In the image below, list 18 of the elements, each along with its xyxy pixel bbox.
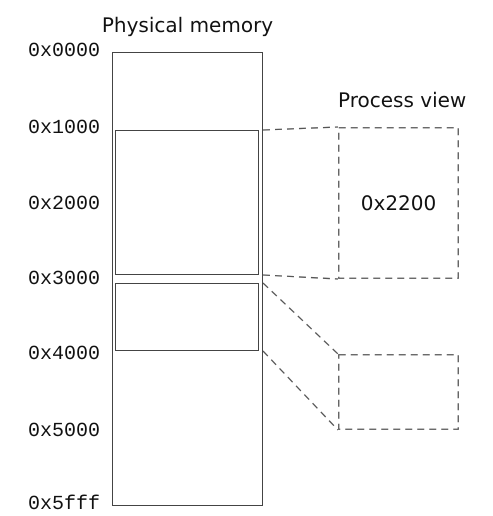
memory-region — [115, 130, 259, 275]
dashed-connector — [262, 274, 338, 280]
column-heading: Physical memory — [102, 13, 274, 37]
address-label: 0x5fff — [28, 493, 100, 516]
section-heading: Process view — [338, 88, 466, 112]
address-label: 0x3000 — [28, 268, 100, 291]
address-label: 0x5000 — [28, 420, 100, 443]
address-label: 0x1000 — [28, 117, 100, 140]
address-label: 0x0000 — [28, 40, 100, 63]
dashed-connector — [262, 282, 338, 354]
dashed-region — [338, 127, 459, 279]
dashed-region — [338, 354, 459, 430]
address-label: 0x4000 — [28, 343, 100, 366]
address-text: 0x2200 — [360, 191, 436, 215]
dashed-connector — [262, 350, 338, 430]
dashed-connector — [262, 126, 338, 131]
memory-region — [115, 283, 259, 351]
address-label: 0x2000 — [28, 193, 100, 216]
